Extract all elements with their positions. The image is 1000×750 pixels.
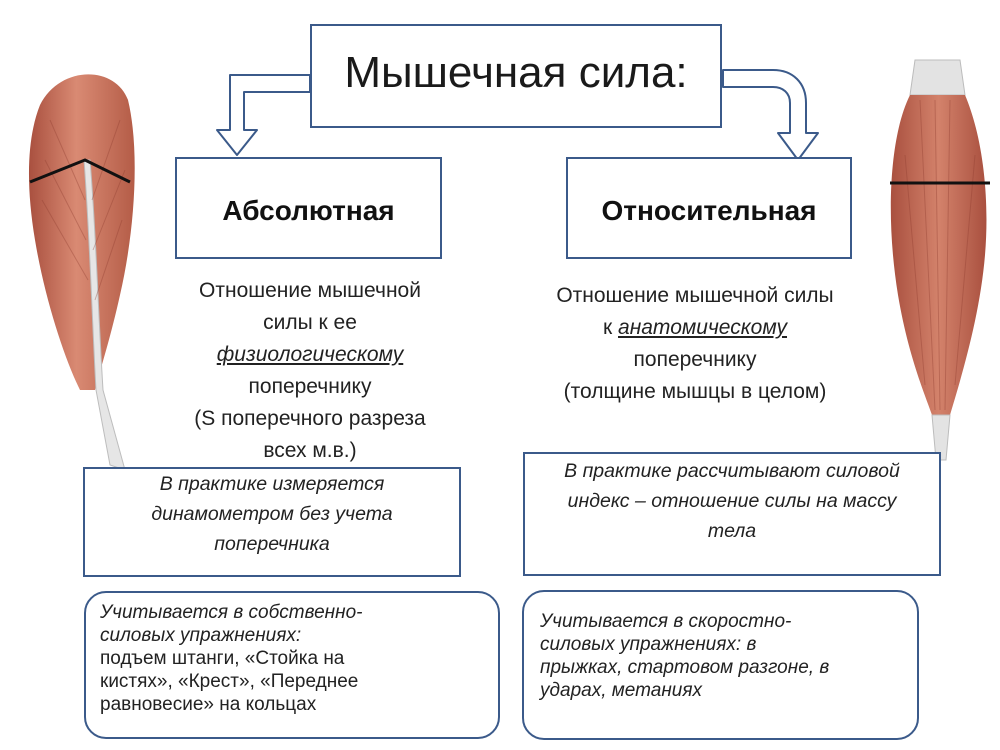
abs-usage-line: Учитывается в собственно-: [100, 602, 363, 623]
abs-usage-line: равновесие» на кольцах: [100, 694, 317, 715]
rel-desc-line: (толщине мышцы в целом): [563, 380, 827, 403]
relative-usage-box: Учитывается в скоростно- силовых упражне…: [522, 590, 919, 740]
absolute-strength-label: Абсолютная: [222, 195, 395, 226]
rel-practice-line: индекс – отношение силы на массу: [567, 490, 897, 512]
rel-practice-line: тела: [707, 520, 757, 542]
relative-practice-text: В практике рассчитывают силовой индекс –…: [525, 456, 939, 546]
abs-desc-line: поперечнику: [248, 375, 372, 398]
right-muscle-belly: [890, 95, 987, 415]
abs-desc-line: (S поперечного разреза: [194, 407, 426, 430]
abs-usage-line: кистях», «Крест», «Переднее: [100, 671, 359, 692]
anatomical-term: анатомическому: [618, 316, 788, 339]
relative-strength-box: Относительная: [566, 157, 852, 259]
arrow-left: [216, 74, 311, 156]
abs-usage-line: подъем штанги, «Стойка на: [100, 648, 345, 669]
rel-usage-line: ударах, метаниях: [540, 680, 702, 701]
abs-desc-line: Отношение мышечной: [199, 279, 421, 302]
rel-desc-line: Отношение мышечной силы: [556, 284, 834, 307]
abs-practice-line: В практике измеряется: [159, 473, 385, 495]
relative-description: Отношение мышечной силы к анатомическому…: [495, 280, 895, 408]
abs-desc-line: всех м.в.): [263, 439, 357, 462]
absolute-usage-text: Учитывается в собственно- силовых упражн…: [100, 601, 362, 716]
rel-usage-line: Учитывается в скоростно-: [540, 611, 792, 632]
abs-practice-line: динамометром без учета: [151, 503, 393, 525]
relative-strength-label: Относительная: [601, 195, 817, 226]
absolute-practice-text: В практике измеряется динамометром без у…: [85, 469, 459, 559]
absolute-strength-box: Абсолютная: [175, 157, 442, 259]
physiological-term: физиологическому: [216, 343, 404, 366]
rel-usage-line: прыжках, стартовом разгоне, в: [540, 657, 830, 678]
diagram-title: Мышечная сила:: [344, 48, 688, 97]
relative-practice-box: В практике рассчитывают силовой индекс –…: [523, 452, 941, 576]
rel-desc-prefix: к: [602, 316, 619, 339]
rel-practice-line: В практике рассчитывают силовой: [564, 460, 900, 482]
left-muscle-belly: [28, 74, 135, 391]
right-muscle-top-tendon: [909, 59, 966, 96]
absolute-practice-box: В практике измеряется динамометром без у…: [83, 467, 461, 577]
abs-desc-line: силы к ее: [263, 311, 357, 334]
abs-usage-line: силовых упражнениях:: [100, 625, 302, 646]
right-muscle-bottom-tendon: [931, 414, 951, 461]
relative-usage-text: Учитывается в скоростно- силовых упражне…: [540, 610, 829, 702]
arrow-right: [722, 69, 819, 161]
absolute-description: Отношение мышечной силы к ее физиологиче…: [150, 275, 470, 467]
fusiform-muscle-illustration: [890, 59, 990, 461]
left-muscle-cross-section-line: [29, 158, 131, 184]
rel-usage-line: силовых упражнениях: в: [540, 634, 757, 655]
absolute-usage-box: Учитывается в собственно- силовых упражн…: [84, 591, 500, 739]
rel-desc-line: поперечнику: [633, 348, 757, 371]
abs-practice-line: поперечника: [214, 533, 330, 555]
pennate-muscle-illustration: [28, 74, 135, 471]
title-box: Мышечная сила:: [310, 24, 722, 128]
